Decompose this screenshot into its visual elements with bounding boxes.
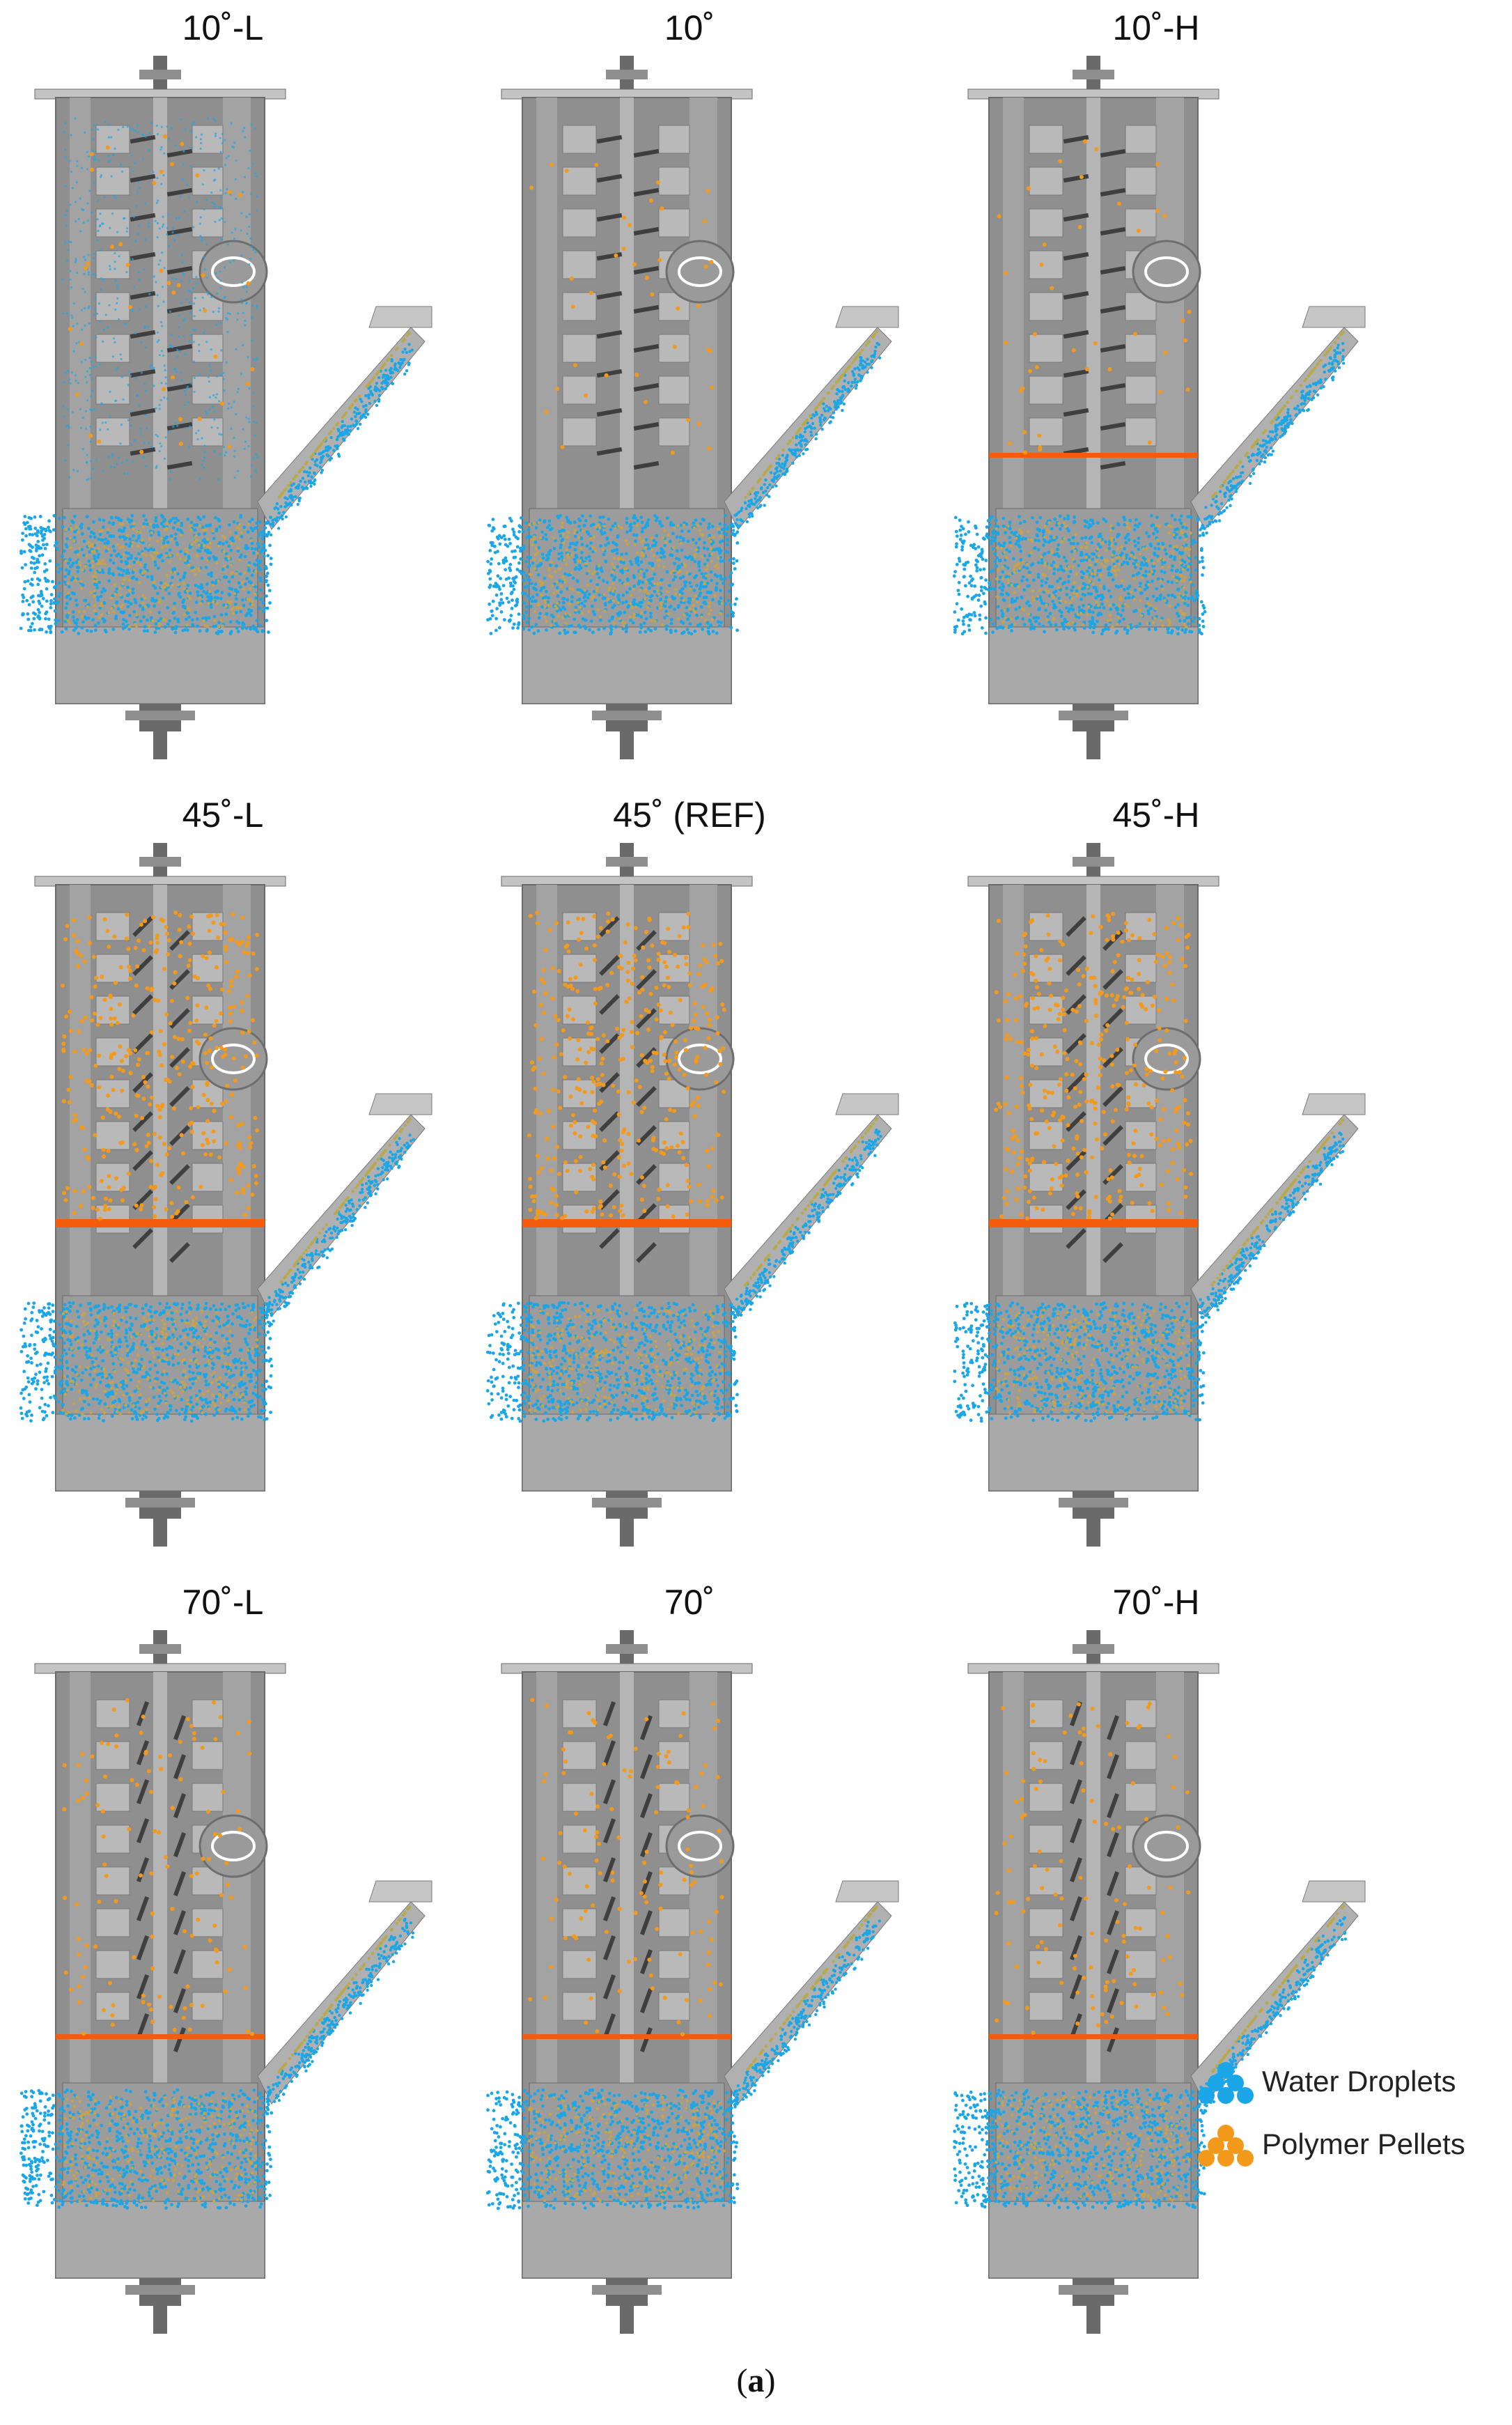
legend: Water Droplets Polymer Pellets (1198, 2055, 1504, 2180)
water-droplets (953, 1916, 1348, 2210)
panel-title: 70˚ (664, 1583, 715, 1622)
water-droplets (953, 1131, 1346, 1423)
panel-45-H: 45˚-H (940, 794, 1372, 1554)
polymer-pellets (995, 139, 1345, 628)
legend-label-pellets: Polymer Pellets (1262, 2128, 1465, 2160)
separator-illustration (485, 843, 899, 1547)
panel-70-L: 70˚-L (7, 1581, 439, 2341)
pellet-band (522, 2034, 731, 2039)
panel-title: 10˚-H (1112, 8, 1200, 47)
panel-title: 70˚-L (182, 1583, 264, 1622)
polymer-pellet-cluster-icon (1198, 2125, 1254, 2167)
pellet-band (56, 2034, 265, 2039)
separator-illustration (486, 56, 899, 759)
panel-title: 45˚-L (182, 796, 264, 835)
panel-title: 70˚-H (1112, 1583, 1200, 1622)
separator-illustration (952, 56, 1366, 759)
panel-title: 45˚-H (1112, 796, 1200, 835)
separator-illustration (19, 843, 432, 1547)
separator-illustration (953, 843, 1366, 1547)
panel-10-H: 10˚-H (940, 7, 1372, 766)
polymer-pellets (994, 1701, 1346, 2203)
panel-45-L: 45˚-L (7, 794, 439, 1554)
separator-housing (501, 1630, 899, 2334)
legend-item-water: Water Droplets (1198, 2055, 1504, 2111)
separator-housing (34, 1630, 432, 2334)
separator-housing (34, 56, 432, 759)
water-droplets (20, 1917, 415, 2210)
panel-10: 10˚ (474, 7, 905, 766)
pellet-band (989, 453, 1198, 458)
pellet-band (989, 2034, 1198, 2039)
separator-housing (967, 843, 1366, 1547)
polymer-pellets (64, 134, 411, 628)
polymer-pellets (528, 162, 879, 628)
pellet-band (989, 1219, 1198, 1227)
panel-70: 70˚ (474, 1581, 905, 2341)
panel-70-H: 70˚-H (940, 1581, 1372, 2341)
separator-housing (967, 1630, 1366, 2334)
water-droplets (486, 341, 882, 636)
separator-illustration (20, 1630, 432, 2334)
separator-illustration (485, 1630, 899, 2334)
polymer-pellets (61, 911, 412, 1416)
polymer-pellets (994, 911, 1345, 1416)
legend-item-pellets: Polymer Pellets (1198, 2118, 1504, 2174)
legend-label-water: Water Droplets (1262, 2065, 1456, 2098)
separator-illustration (953, 1630, 1366, 2334)
panel-10-L: 10˚-L (7, 7, 439, 766)
polymer-pellets (61, 1698, 412, 2203)
polymer-pellets (527, 911, 879, 1416)
polymer-pellets (527, 1698, 878, 2203)
pellet-band (56, 1219, 265, 1227)
panel-title: 10˚-L (182, 8, 264, 47)
water-droplets (19, 117, 414, 635)
pellet-band (522, 1219, 731, 1227)
caption-label: a (747, 2362, 765, 2399)
panel-title: 10˚ (664, 8, 715, 47)
separator-housing (967, 56, 1366, 759)
water-droplet-cluster-icon (1198, 2062, 1254, 2104)
panel-45-REF: 45˚ (REF) (474, 794, 905, 1554)
figure-caption: (a) (736, 2362, 776, 2399)
panel-title: 45˚ (REF) (613, 796, 766, 835)
water-droplets (19, 1133, 415, 1423)
separator-illustration (19, 56, 432, 759)
